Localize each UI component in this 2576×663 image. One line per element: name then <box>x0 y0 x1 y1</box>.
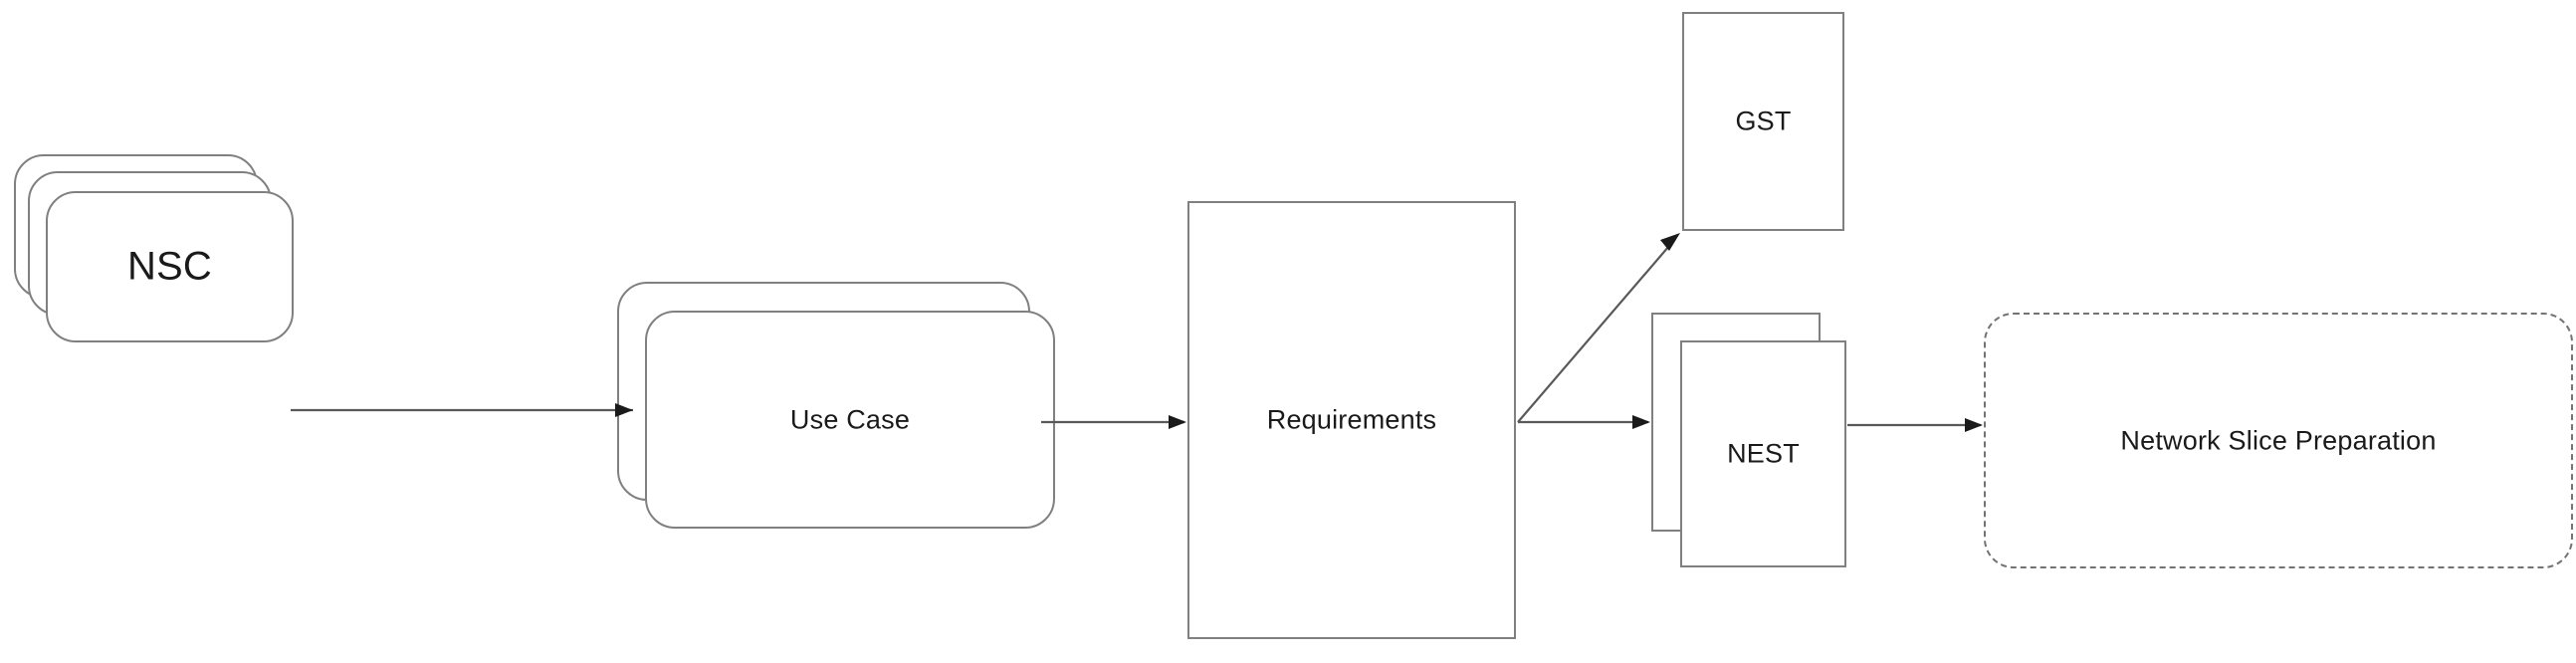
node-nsc-label: NSC <box>126 244 213 289</box>
node-gst[interactable]: GST <box>1682 12 1844 231</box>
node-use-case-label: Use Case <box>789 404 911 434</box>
node-network-slice-preparation-label: Network Slice Preparation <box>2120 425 2437 455</box>
edge-requirements-to-nest <box>1518 415 1650 429</box>
edge-nest-to-network-slice-preparation <box>1847 418 1983 432</box>
node-nsc-group[interactable]: NSC <box>14 154 313 353</box>
edge-nsc-to-use-case <box>291 403 633 417</box>
node-requirements[interactable]: Requirements <box>1187 201 1516 639</box>
node-nest-label: NEST <box>1727 438 1800 469</box>
node-gst-label: GST <box>1735 106 1792 136</box>
node-nest-card-front[interactable]: NEST <box>1680 340 1846 567</box>
node-nsc-card-front[interactable]: NSC <box>46 191 294 342</box>
node-network-slice-preparation[interactable]: Network Slice Preparation <box>1984 313 2573 568</box>
node-use-case-card-front[interactable]: Use Case <box>645 311 1055 529</box>
node-requirements-label: Requirements <box>1266 404 1437 435</box>
node-nest-group[interactable]: NEST <box>1651 313 1860 581</box>
node-use-case-group[interactable]: Use Case <box>617 282 1065 570</box>
